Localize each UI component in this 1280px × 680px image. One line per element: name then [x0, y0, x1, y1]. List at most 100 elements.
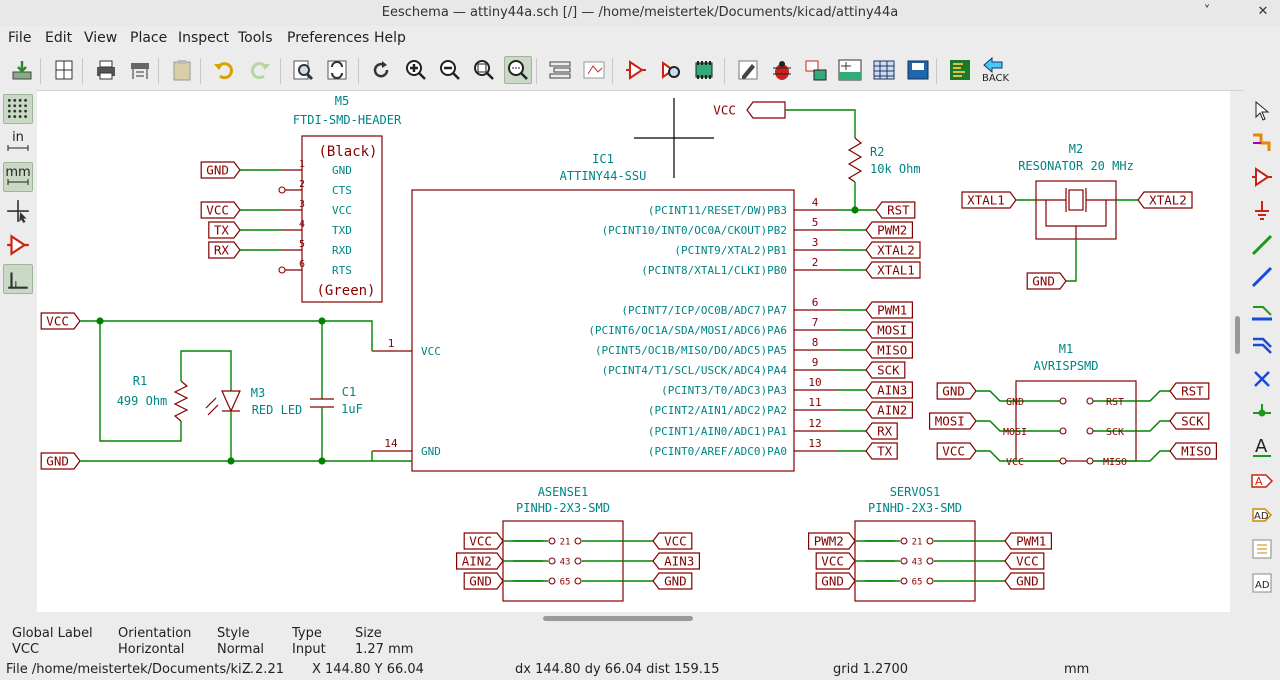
net-label-button[interactable]: A: [1249, 434, 1275, 460]
m3-led-ray: [205, 397, 217, 409]
hierarchy-navigator-button[interactable]: [546, 56, 574, 84]
m3-led-triangle: [221, 390, 241, 413]
close-button[interactable]: ✕: [1257, 4, 1269, 19]
annotate-button[interactable]: [734, 56, 762, 84]
wire-to-bus-entry-button[interactable]: [1249, 298, 1275, 324]
global-label-button[interactable]: A: [1249, 468, 1275, 494]
symbol-editor-button[interactable]: [622, 56, 650, 84]
bus-to-bus-entry-button[interactable]: [1249, 332, 1275, 358]
undo-button[interactable]: [210, 56, 238, 84]
zoom-in-button[interactable]: [402, 56, 430, 84]
find-button[interactable]: [289, 56, 317, 84]
leave-sheet-button[interactable]: [580, 56, 608, 84]
m1-body: [1015, 380, 1137, 462]
units-inch-button[interactable]: in: [3, 128, 33, 158]
zoom-fit-button[interactable]: [470, 56, 498, 84]
import-sheet-pin-button[interactable]: AD: [1249, 570, 1275, 596]
menu-view[interactable]: View: [84, 30, 118, 46]
hierarchical-label-icon: AD: [1252, 508, 1273, 522]
paste-button[interactable]: [168, 56, 196, 84]
ic1-label-tx: TX: [877, 444, 893, 459]
erc-button[interactable]: [768, 56, 796, 84]
horizontal-scrollbar[interactable]: [37, 612, 1230, 624]
m1-label-miso: MISO: [1181, 444, 1211, 459]
ic1-label-rx: RX: [877, 424, 893, 439]
place-symbol-icon: [1252, 167, 1272, 187]
netlist-icon: [838, 59, 862, 81]
servos1-value: PINHD-2X3-SMD: [868, 501, 962, 515]
place-symbol-button[interactable]: [1249, 164, 1275, 190]
msg-value: VCC: [12, 642, 40, 657]
zoom-selection-icon: [508, 60, 528, 80]
servos1-label-right: VCC: [1016, 554, 1039, 569]
plot-button[interactable]: [126, 56, 154, 84]
menu-inspect[interactable]: Inspect: [178, 30, 229, 46]
ic1-pin-name: (PCINT7/ICP/OC0B/ADC7)PA7: [621, 304, 787, 317]
highlight-net-button[interactable]: [1249, 130, 1275, 156]
menu-tools[interactable]: Tools: [238, 30, 273, 46]
m5-pin-name: TXD: [332, 224, 352, 237]
toolbar-separator: [40, 58, 41, 84]
print-button[interactable]: [92, 56, 120, 84]
find-replace-button[interactable]: [323, 56, 351, 84]
hierarchical-label-button[interactable]: AD: [1249, 502, 1275, 528]
menu-edit[interactable]: Edit: [45, 30, 73, 46]
junction: [227, 457, 235, 465]
grid-toggle-button[interactable]: [3, 94, 33, 124]
no-connect-button[interactable]: [1249, 366, 1275, 392]
select-icon: [1255, 100, 1270, 121]
redo-button[interactable]: [246, 56, 274, 84]
pin-circle: [900, 557, 908, 565]
menu-place[interactable]: Place: [130, 30, 168, 46]
page-settings-button[interactable]: [50, 56, 78, 84]
m2-label-gnd-shape: [1026, 272, 1067, 290]
ic1-value: ATTINY44-SSU: [560, 169, 647, 183]
pin-circle: [1059, 397, 1067, 405]
add-bus-button[interactable]: [1249, 264, 1275, 290]
zoom-selection-button[interactable]: [504, 56, 532, 84]
toolbar-separator: [280, 58, 281, 84]
menu-file[interactable]: File: [8, 30, 32, 46]
toolbar-separator: [536, 58, 537, 84]
redraw-button[interactable]: [367, 56, 395, 84]
units-mm-button[interactable]: mm: [3, 162, 33, 192]
menu-bar: File Edit View Place Inspect Tools Prefe…: [0, 26, 1280, 50]
select-button[interactable]: [1249, 98, 1275, 124]
add-wire-button[interactable]: [1249, 232, 1275, 258]
free-angle-lines-button[interactable]: [3, 264, 33, 294]
save-button[interactable]: [8, 56, 36, 84]
vcc-rail: [80, 320, 373, 351]
zoom-out-button[interactable]: [436, 56, 464, 84]
vertical-scroll-thumb[interactable]: [1235, 316, 1240, 354]
pcbnew-button[interactable]: [946, 56, 974, 84]
rail-label-vcc-shape: [40, 312, 81, 330]
menu-preferences[interactable]: Preferences: [287, 30, 370, 46]
hierarchical-sheet-button[interactable]: [1249, 536, 1275, 562]
global-label-icon: A: [1251, 474, 1274, 488]
bus-fields-button[interactable]: [870, 56, 898, 84]
horizontal-scroll-thumb[interactable]: [543, 616, 693, 621]
place-power-button[interactable]: [1249, 198, 1275, 224]
ic1-pin-number: 13: [808, 437, 821, 450]
minimize-button[interactable]: ˅: [1203, 4, 1211, 19]
msg-col-style: Style Normal: [217, 626, 264, 658]
ic1-pin-number: 4: [812, 196, 819, 209]
footprint-editor-button[interactable]: [690, 56, 718, 84]
junction-button[interactable]: [1249, 400, 1275, 426]
ic1-label-mosi-shape: [865, 321, 914, 339]
symbol-browser-button[interactable]: [656, 56, 684, 84]
m5-bottom-note: (Green): [316, 283, 375, 299]
menu-help[interactable]: Help: [374, 30, 406, 46]
netlist-button[interactable]: [836, 56, 864, 84]
bom-button[interactable]: [904, 56, 932, 84]
ic1-label-mosi: MOSI: [877, 323, 907, 338]
msg-title: Global Label: [12, 626, 93, 641]
back-button[interactable]: [980, 52, 1008, 80]
cursor-shape-button[interactable]: [3, 196, 33, 226]
assign-footprints-button[interactable]: [802, 56, 830, 84]
ic1-pin-name: (PCINT9/XTAL2)PB1: [674, 244, 787, 257]
vertical-scrollbar[interactable]: [1233, 91, 1243, 612]
show-hidden-pins-button[interactable]: [3, 230, 33, 260]
